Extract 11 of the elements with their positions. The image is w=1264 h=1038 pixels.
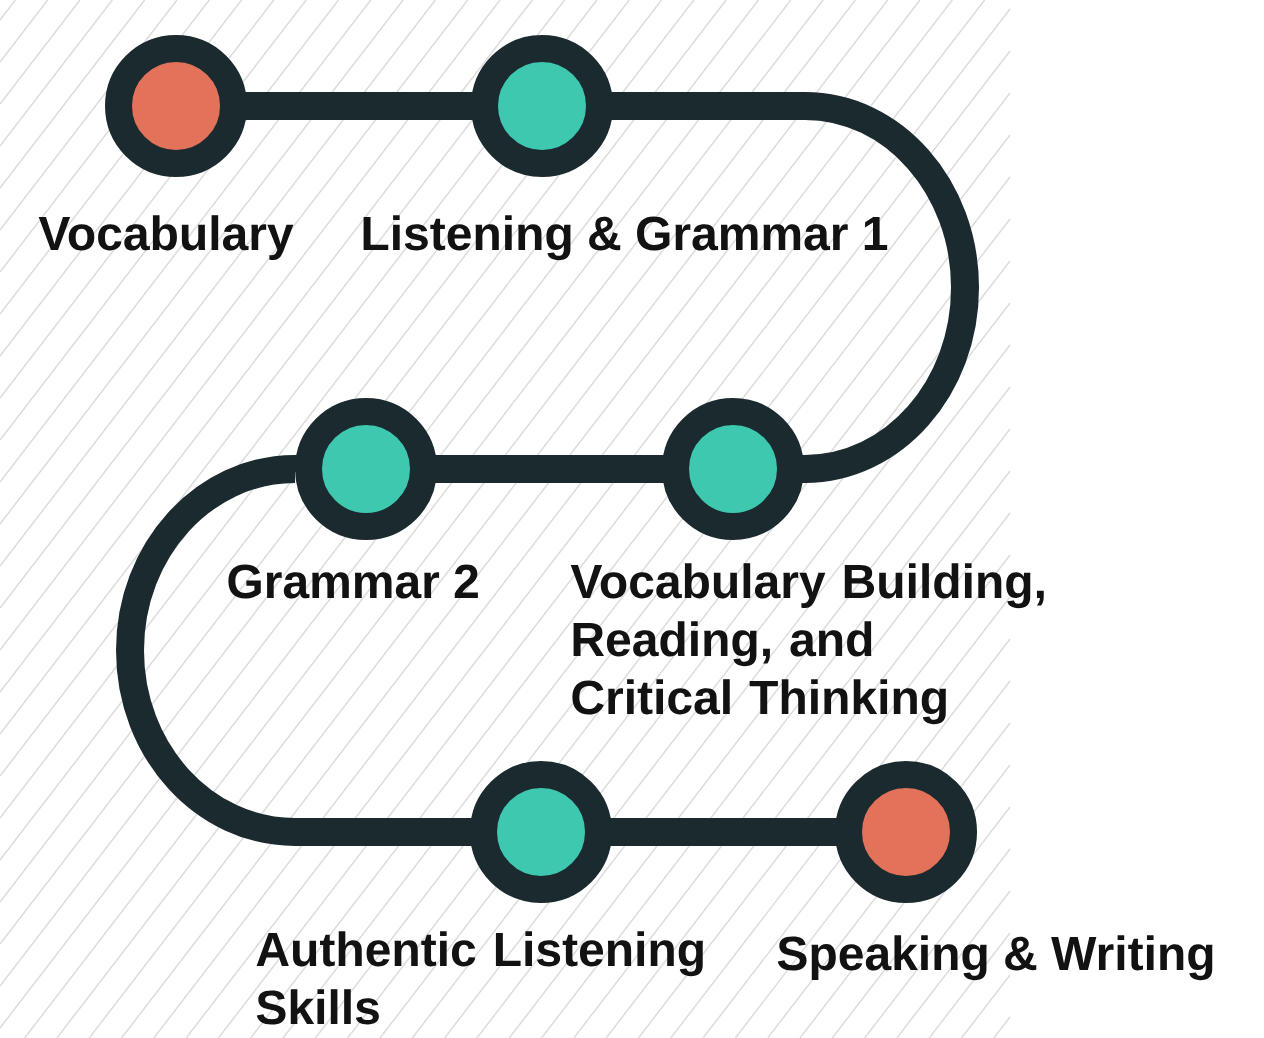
connector-line — [610, 92, 979, 483]
milestone-label: Vocabulary — [38, 215, 294, 260]
connector-line — [244, 92, 474, 120]
connector-line — [116, 455, 473, 846]
milestone-label: Speaking & Writing — [777, 935, 1213, 981]
connector-line — [434, 455, 665, 483]
milestone-label: Authentic Listening Skills — [256, 931, 703, 1025]
milestone-label: Vocabulary Building, Reading, and Critical Thinking — [570, 563, 1044, 725]
connector-line — [609, 818, 838, 846]
milestone-label: Grammar 2 — [228, 564, 478, 599]
milestone-label: Listening & Grammar 1 — [363, 215, 888, 261]
